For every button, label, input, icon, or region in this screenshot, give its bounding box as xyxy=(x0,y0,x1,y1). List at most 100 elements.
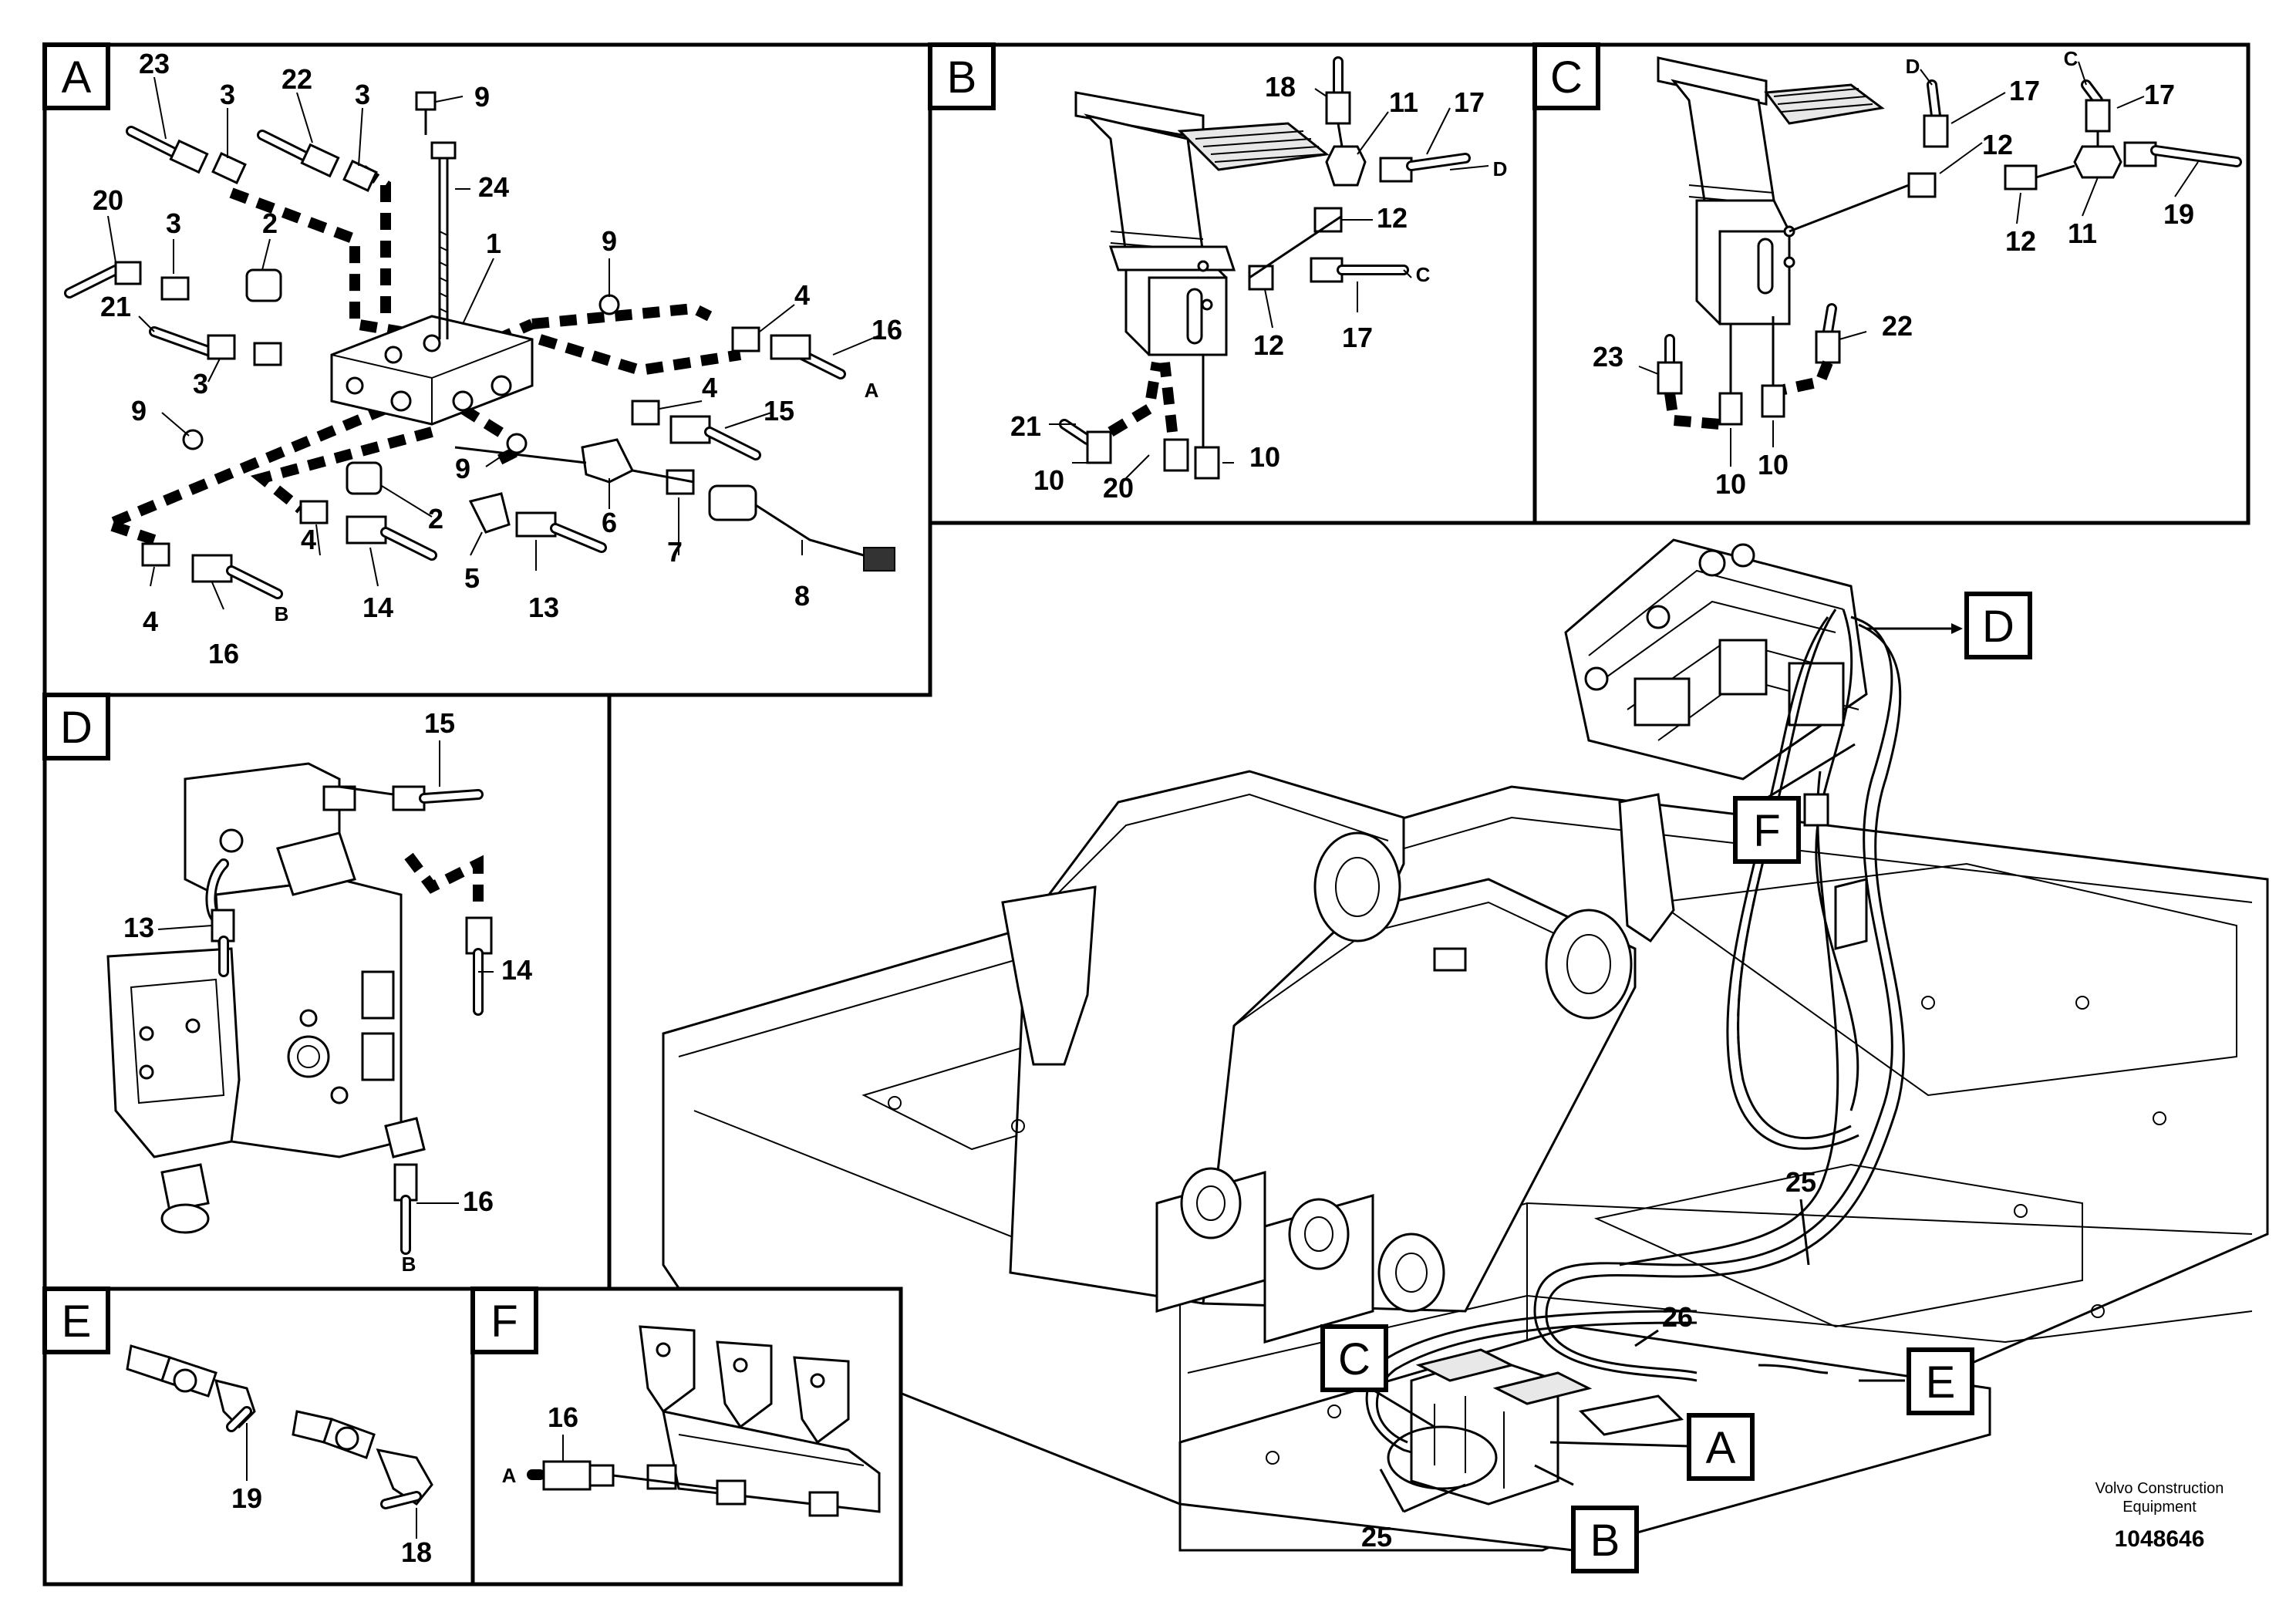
tag-a-label: A xyxy=(1706,1423,1736,1473)
panel-a: A xyxy=(42,42,932,697)
a-label-4-right: 4 xyxy=(794,279,810,311)
pedal-assembly-overview xyxy=(1387,1348,1684,1506)
b-label-17-bottom: 17 xyxy=(1342,322,1373,353)
f-label-letter-a: A xyxy=(502,1464,517,1487)
b-label-17-top: 17 xyxy=(1454,86,1485,118)
item-25-callout-lower: 25 xyxy=(1361,1469,1466,1553)
c-label-letter-d: D xyxy=(1906,55,1920,78)
c-label-11: 11 xyxy=(2068,218,2097,249)
a-label-4-bottom: 4 xyxy=(143,605,158,637)
d-label-14: 14 xyxy=(501,954,532,986)
a-label-9-left: 9 xyxy=(131,395,147,427)
a-label-3-left: 3 xyxy=(193,368,208,400)
a-label-14: 14 xyxy=(362,592,393,623)
valve-section-d xyxy=(106,762,403,1234)
tag-b-label: B xyxy=(1590,1516,1620,1566)
label-25-upper: 25 xyxy=(1785,1166,1816,1198)
tag-f-label: F xyxy=(1753,806,1780,856)
panel-c: C xyxy=(1532,42,2250,525)
panel-e-tag: E xyxy=(62,1297,92,1347)
panel-e: E 19 18 xyxy=(42,1286,475,1587)
panel-b: B xyxy=(928,42,1537,525)
panel-b-tag: B xyxy=(947,52,977,103)
a-label-3-top-right: 3 xyxy=(355,79,370,110)
c-label-23: 23 xyxy=(1593,341,1623,373)
f-label-16: 16 xyxy=(548,1401,578,1433)
callout-tag-e: E xyxy=(1859,1347,1974,1415)
b-label-letter-d: D xyxy=(1493,157,1508,180)
a-label-2-bottom: 2 xyxy=(428,503,443,534)
document-number: 1048646 xyxy=(2115,1526,2205,1552)
a-label-3-top-left: 3 xyxy=(220,79,235,110)
pedal-c xyxy=(1657,56,1885,325)
panel-a-tag: A xyxy=(62,52,92,103)
a-label-6: 6 xyxy=(602,507,617,538)
a-label-5: 5 xyxy=(464,562,480,594)
c-label-17-left: 17 xyxy=(2009,75,2040,106)
b-label-10-right: 10 xyxy=(1249,441,1280,473)
tag-c-label: C xyxy=(1338,1334,1371,1384)
c-label-10-right: 10 xyxy=(1758,449,1789,481)
main-control-valve xyxy=(1564,538,1868,781)
callout-tag-b: B xyxy=(1534,1464,1639,1573)
c-label-22: 22 xyxy=(1882,310,1913,342)
d-label-letter-b: B xyxy=(402,1253,416,1276)
c-label-letter-c: C xyxy=(2064,47,2079,70)
panel-f-tag: F xyxy=(491,1297,518,1347)
a-label-4-mid: 4 xyxy=(702,372,717,403)
panel-f: F 16 A xyxy=(470,1286,903,1587)
callout-tag-f: F xyxy=(1733,743,1856,864)
a-label-9-right: 9 xyxy=(602,225,617,257)
a-label-3-mid: 3 xyxy=(166,207,181,239)
b-label-letter-c: C xyxy=(1416,263,1431,286)
a-label-24: 24 xyxy=(478,171,509,203)
callout-tag-a: A xyxy=(1549,1413,1755,1481)
callout-tag-d: D xyxy=(1866,592,2032,659)
credit-line-1: Volvo Construction xyxy=(2095,1480,2224,1497)
label-26: 26 xyxy=(1662,1301,1693,1333)
a-label-16-right: 16 xyxy=(872,314,902,346)
a-label-2-top: 2 xyxy=(262,207,278,239)
item-26-callout: 26 xyxy=(1634,1301,1693,1347)
a-label-8: 8 xyxy=(794,580,810,612)
b-label-12-top: 12 xyxy=(1377,202,1408,234)
b-label-11: 11 xyxy=(1389,86,1418,118)
a-label-letter-a: A xyxy=(865,379,879,402)
a-label-20: 20 xyxy=(93,184,123,216)
item-25-callout-upper: 25 xyxy=(1785,1166,1816,1266)
a-label-16-bottom: 16 xyxy=(208,638,239,669)
valve-section-f xyxy=(639,1325,881,1517)
a-label-22: 22 xyxy=(282,63,312,95)
c-label-12-bottom: 12 xyxy=(2005,225,2036,257)
a-label-9-center: 9 xyxy=(455,453,470,484)
callout-tag-c: C xyxy=(1320,1324,1435,1428)
a-label-21: 21 xyxy=(100,291,131,322)
c-label-10-left: 10 xyxy=(1715,468,1746,500)
d-label-16: 16 xyxy=(463,1185,494,1217)
a-label-4-center: 4 xyxy=(301,524,316,555)
c-label-17-right: 17 xyxy=(2144,79,2175,110)
footer: Volvo Construction Equipment 1048646 xyxy=(2095,1480,2224,1552)
b-label-20: 20 xyxy=(1103,472,1134,504)
a-label-1: 1 xyxy=(486,228,501,259)
a-label-9-top: 9 xyxy=(474,81,490,113)
a-label-letter-b: B xyxy=(275,602,289,626)
overview-illustration: D F C A E B 25 xyxy=(662,538,2269,1573)
a-label-7: 7 xyxy=(667,536,683,568)
credit-line-2: Equipment xyxy=(2122,1499,2197,1516)
panel-d-tag: D xyxy=(60,703,93,753)
b-label-12-bottom: 12 xyxy=(1253,329,1284,361)
a-label-23: 23 xyxy=(139,48,170,79)
d-label-15: 15 xyxy=(424,707,455,739)
tag-e-label: E xyxy=(1926,1357,1956,1408)
c-label-12-top: 12 xyxy=(1982,129,2013,160)
b-label-10-left: 10 xyxy=(1033,464,1064,496)
c-label-19: 19 xyxy=(2163,198,2194,230)
e-label-18: 18 xyxy=(401,1536,432,1568)
pedal-b xyxy=(1074,91,1330,356)
panel-d: D xyxy=(42,693,612,1291)
b-label-18: 18 xyxy=(1265,71,1296,103)
e-label-19: 19 xyxy=(231,1482,262,1514)
b-label-21: 21 xyxy=(1010,410,1041,442)
